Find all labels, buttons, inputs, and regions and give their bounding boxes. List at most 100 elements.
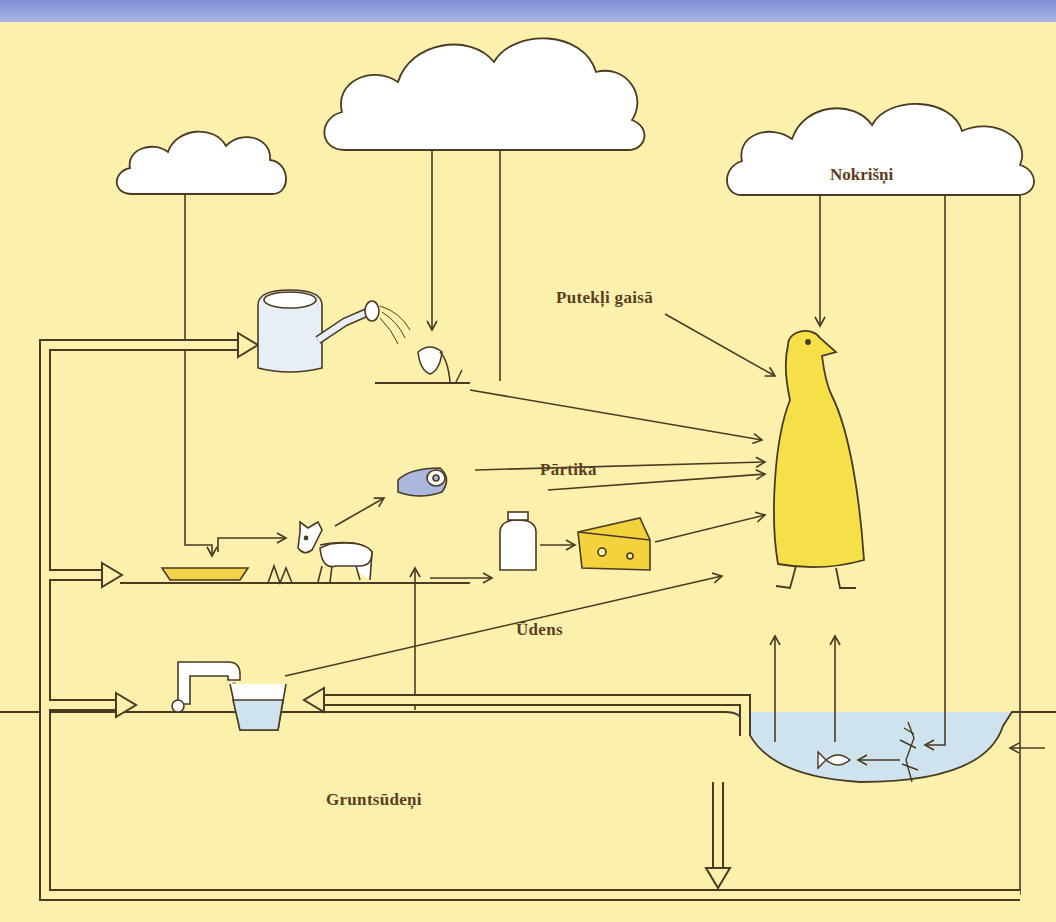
precipitation-arrow xyxy=(925,195,945,745)
water-tap xyxy=(230,684,286,730)
watering-can xyxy=(318,312,368,340)
water-tap xyxy=(172,662,286,730)
milk-can xyxy=(500,512,536,570)
groundwater-flow xyxy=(712,782,724,870)
pathway-arrow xyxy=(665,314,775,376)
groundwater-flow xyxy=(45,345,1020,895)
pathway-label: Pārtika xyxy=(540,460,597,480)
cow xyxy=(268,566,292,583)
milk-can xyxy=(500,520,536,570)
watering-can xyxy=(258,290,410,372)
groundwater-flow xyxy=(102,333,730,888)
meat xyxy=(427,470,445,486)
pathway-arrow xyxy=(834,636,836,742)
groundwater-flow xyxy=(102,563,122,587)
cheese xyxy=(578,518,650,570)
water-tap xyxy=(172,700,184,712)
cow xyxy=(320,543,372,567)
cloud-outline xyxy=(720,95,1040,200)
cloud xyxy=(324,38,644,150)
water-tap xyxy=(178,662,240,704)
precipitation-arrow xyxy=(185,150,1045,895)
watering-can xyxy=(318,312,368,340)
strawberry xyxy=(456,370,462,382)
fish xyxy=(818,752,850,768)
groundwater-flow xyxy=(714,782,722,870)
pathway-arrow xyxy=(218,314,900,760)
person xyxy=(806,340,810,344)
strawberry xyxy=(418,347,442,374)
precipitation-arrow xyxy=(819,195,821,326)
meat xyxy=(398,468,447,496)
groundwater-flow xyxy=(45,701,118,709)
groundwater-flow xyxy=(45,333,1020,895)
groundwater-flow xyxy=(304,688,324,712)
pathway-label: Ūdens xyxy=(516,620,563,640)
pathway-arrow xyxy=(414,568,416,710)
groundwater-flow xyxy=(45,345,1020,895)
cow xyxy=(318,543,372,582)
groundwater-flow xyxy=(45,699,118,711)
person xyxy=(774,331,864,588)
cow xyxy=(268,522,372,583)
ground-line xyxy=(0,383,1056,782)
groundwater-flow xyxy=(45,345,1020,895)
person xyxy=(774,331,864,567)
water-plant xyxy=(900,728,918,770)
strawberry xyxy=(418,347,462,382)
cloud xyxy=(117,132,286,194)
cloud xyxy=(117,38,645,194)
precipitation-arrow xyxy=(1010,747,1045,749)
precipitation-arrow xyxy=(185,194,212,556)
pathway-arrow xyxy=(655,515,765,542)
groundwater-flow xyxy=(116,693,136,717)
groundwater-flow xyxy=(238,333,258,357)
ground-label: Gruntsūdeņi xyxy=(326,790,422,810)
pond xyxy=(725,712,1012,782)
node-text: Nokrišņi xyxy=(830,165,893,185)
groundwater-flow xyxy=(45,569,104,581)
cloud-outline xyxy=(727,104,1034,195)
water-tap xyxy=(233,700,283,730)
pathway-label: Putekļi gaisā xyxy=(556,288,653,308)
person xyxy=(776,566,856,588)
feed-bowl xyxy=(162,568,248,580)
groundwater-flow xyxy=(45,345,1020,895)
watering-can xyxy=(258,290,322,372)
pond xyxy=(725,712,1012,782)
header-band xyxy=(0,0,1056,22)
ground-line xyxy=(0,712,1056,782)
pathway-arrow xyxy=(475,462,765,470)
groundwater-flow xyxy=(322,700,745,736)
pathway-arrow xyxy=(540,544,575,546)
cow xyxy=(304,536,307,539)
precipitation-arrow xyxy=(1019,195,1021,895)
pathway-arrow xyxy=(858,759,900,761)
precipitation-arrow xyxy=(431,150,433,330)
cheese xyxy=(578,532,650,540)
groundwater-flow xyxy=(45,571,104,579)
milk-can xyxy=(508,512,528,520)
meat xyxy=(433,475,439,481)
watering-can xyxy=(264,292,316,308)
watering-can xyxy=(365,301,379,321)
feed-bowl xyxy=(162,568,248,580)
meat xyxy=(398,468,447,496)
water-plant xyxy=(900,722,918,782)
cow xyxy=(298,522,322,553)
groundwater-flow xyxy=(322,700,745,736)
pathway-arrow xyxy=(335,498,384,526)
ground-line xyxy=(120,582,470,584)
pathway-arrow xyxy=(285,576,722,676)
pathway-arrow xyxy=(430,577,492,579)
cheese xyxy=(578,518,650,570)
cheese xyxy=(627,553,633,559)
fish xyxy=(818,752,850,768)
watering-can xyxy=(380,306,410,344)
pathway-arrow xyxy=(774,636,776,742)
strawberry xyxy=(440,352,450,382)
groundwater-flow xyxy=(706,868,730,888)
ground-line xyxy=(375,382,470,384)
pathway-arrow xyxy=(470,390,762,440)
cheese xyxy=(598,548,606,556)
